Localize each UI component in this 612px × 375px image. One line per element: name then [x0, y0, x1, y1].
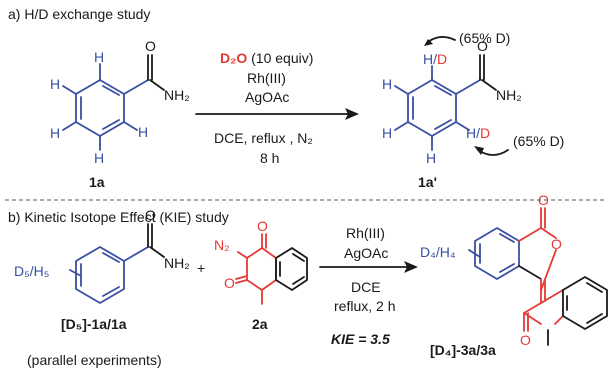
section-a-title: a) H/D exchange study	[8, 6, 150, 22]
deuterated-benzamide-structure	[69, 223, 165, 304]
additive-agoac: AgOAc	[245, 89, 289, 105]
substituent-d5-h5: D₅/H₅	[14, 263, 49, 279]
section-b-title: b) Kinetic Isotope Effect (KIE) study	[8, 209, 229, 225]
product-h-upper-left: H	[382, 76, 392, 92]
h-atom-lower-left: H	[50, 125, 60, 141]
amide-nh2: NH₂	[164, 87, 190, 103]
deuteration-note-bottom: (65% D)	[513, 133, 564, 149]
kie-amide-nh2: NH₂	[164, 255, 190, 271]
kie-catalyst-rh: Rh(III)	[346, 225, 385, 241]
kie-solvent-dce: DCE	[351, 279, 381, 295]
hd-top-h: H/	[423, 51, 437, 67]
reaction-time: 8 h	[260, 150, 279, 166]
compound-label-2a: 2a	[252, 316, 268, 332]
lactam-oxygen: O	[520, 332, 531, 348]
arrowhead-b	[404, 261, 418, 273]
lactone-ring-oxygen: O	[551, 236, 562, 252]
conditions-dce-reflux-n2: DCE, reflux , N₂	[214, 130, 313, 146]
product-h-bottom: H	[426, 150, 436, 166]
h-atom-bottom: H	[94, 150, 104, 166]
catalyst-rh: Rh(III)	[247, 70, 286, 86]
diazo-ketone-oxygen: O	[257, 218, 268, 234]
arrowhead-a	[345, 108, 359, 120]
diazo-quinolinedione-2a-structure	[235, 233, 308, 305]
reagent-d2o: D₂O	[220, 50, 247, 66]
curved-arrowhead-top	[424, 39, 433, 46]
hd-ortho-h: H/	[466, 125, 480, 141]
product-amide-nh2: NH₂	[496, 87, 522, 103]
plus-sign: +	[197, 260, 205, 276]
kie-carbonyl-oxygen: O	[145, 207, 156, 223]
hd-top-label: H/D	[423, 51, 447, 67]
reagent-equiv: (10 equiv)	[247, 50, 313, 66]
compound-label-d5-1a: [D₅]-1a/1a	[61, 316, 127, 332]
h-atom-top: H	[94, 49, 104, 65]
carbonyl-oxygen: O	[145, 38, 156, 54]
hd-top-d: D	[437, 51, 447, 67]
hd-ortho-d: D	[480, 125, 490, 141]
curved-arrowhead-bottom	[474, 146, 484, 155]
product-1a-prime-structure	[394, 54, 497, 151]
h-atom-upper-left: H	[50, 76, 60, 92]
product-3a-structure	[468, 207, 608, 346]
curved-arrow-top	[427, 36, 456, 43]
compound-label-3a: [D₄]-3a/3a	[430, 342, 496, 358]
benzamide-1a-structure	[62, 54, 165, 151]
hd-ortho-label: H/D	[466, 125, 490, 141]
reagent-d2o-line: D₂O (10 equiv)	[220, 50, 313, 66]
h-atom-ortho: H	[138, 124, 148, 140]
kie-additive-agoac: AgOAc	[344, 245, 388, 261]
product-carbonyl-oxygen: O	[477, 38, 488, 54]
diazo-amide-oxygen: O	[224, 275, 235, 291]
deuteration-note-top: (65% D)	[459, 30, 510, 46]
kie-value: KIE = 3.5	[331, 331, 390, 347]
parallel-experiments-note: (parallel experiments)	[27, 352, 162, 368]
substituent-d4-h4: D₄/H₄	[420, 244, 456, 260]
compound-label-1a-prime: 1a'	[418, 174, 437, 190]
compound-label-1a: 1a	[89, 174, 105, 190]
lactone-carbonyl-oxygen: O	[538, 192, 549, 208]
diazo-n2-group: N₂	[214, 237, 230, 253]
product-h-lower-left: H	[382, 125, 392, 141]
kie-conditions-reflux: reflux, 2 h	[334, 298, 395, 314]
